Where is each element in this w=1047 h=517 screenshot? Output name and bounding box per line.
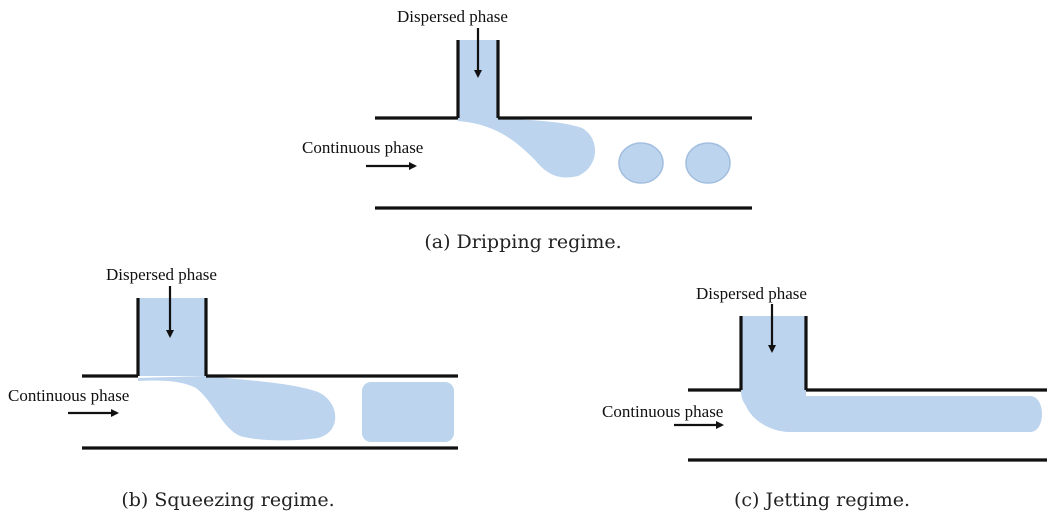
panel-a-forming-droplet [458,118,596,178]
panel-c-jet [741,390,1042,432]
panel-b-forming-droplet [138,376,336,441]
panel-b-inlet-fluid [138,298,206,376]
panel-c-dispersed-label: Dispersed phase [696,284,807,303]
panel-a-droplet-1 [618,142,664,184]
panel-a-dispersed-label: Dispersed phase [397,7,508,26]
panel-a-caption: (a) Dripping regime. [424,231,621,253]
panel-b-dispersed-label: Dispersed phase [106,265,217,284]
panel-c-jetting: Dispersed phase Continuous phase (c) Jet… [602,284,1047,511]
panel-b-caption: (b) Squeezing regime. [121,489,334,511]
panel-c-inlet-fluid [741,316,806,390]
panel-c-caption: (c) Jetting regime. [734,489,910,511]
panel-b-continuous-label: Continuous phase [8,386,129,405]
panel-b-squeezing: Dispersed phase Continuous phase (b) Squ… [8,265,458,511]
panel-a-continuous-label: Continuous phase [302,138,423,157]
panel-a-dripping: Dispersed phase Continuous phase (a) Dri… [302,7,752,253]
panel-c-continuous-label: Continuous phase [602,402,723,421]
panel-b-plug [362,382,454,442]
panel-a-droplet-2 [685,142,731,184]
